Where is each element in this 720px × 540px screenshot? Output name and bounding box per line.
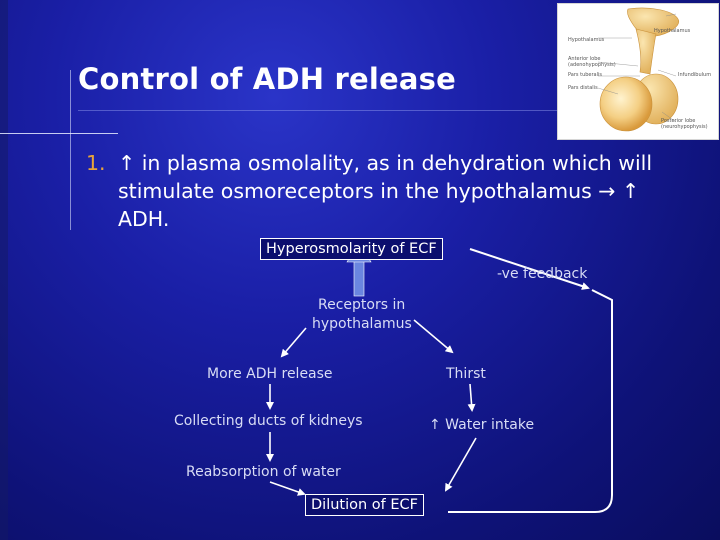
thirst-node: Thirst <box>446 366 486 382</box>
hyperosmolarity-box: Hyperosmolarity of ECF <box>260 238 443 260</box>
decorative-horizontal-line <box>0 133 118 134</box>
image-label: Pars tuberalis <box>568 72 602 78</box>
pituitary-icon <box>597 7 679 132</box>
arrow-line <box>413 319 454 354</box>
image-label: Hypothalamus <box>654 28 691 34</box>
reabsorption-node: Reabsorption of water <box>186 464 341 480</box>
water-intake-node: ↑ Water intake <box>429 417 535 433</box>
bullet-line-2: stimulate osmoreceptors in the hypothala… <box>118 179 640 203</box>
bullet-line-3: ADH. <box>118 207 170 231</box>
decorative-vertical-line <box>70 70 71 230</box>
arrow-line <box>445 437 477 492</box>
pituitary-gland-illustration: Hypothalamus Hypothalamus Anterior lobe … <box>557 3 719 140</box>
arrow-line <box>467 383 476 412</box>
image-label: Posterior lobe <box>661 118 696 124</box>
more-adh-node: More ADH release <box>207 366 333 382</box>
left-edge-bar <box>0 0 8 540</box>
arrow-line <box>448 289 613 513</box>
bullet-number: 1. <box>86 151 106 175</box>
arrow-line <box>469 248 590 290</box>
receptors-line-2: hypothalamus <box>312 316 412 332</box>
arrow-line <box>280 327 307 358</box>
dilution-box: Dilution of ECF <box>305 494 425 516</box>
image-label: (adenohypophysis) <box>568 62 616 68</box>
image-label: Pars distalis <box>568 85 598 91</box>
arrow-line <box>269 481 306 496</box>
image-label: Infundibulum <box>678 72 712 78</box>
image-label: (neurohypophysis) <box>661 124 708 130</box>
feedback-label: -ve feedback <box>497 266 588 282</box>
image-label: Hypothalamus <box>568 37 605 43</box>
image-label: Anterior lobe <box>568 56 601 62</box>
title-underline <box>78 110 558 111</box>
collecting-ducts-node: Collecting ducts of kidneys <box>174 413 363 429</box>
slide-title: Control of ADH release <box>78 62 456 96</box>
receptors-line-1: Receptors in <box>318 297 406 313</box>
bullet-line-1: ↑ in plasma osmolality, as in dehydratio… <box>118 151 653 175</box>
